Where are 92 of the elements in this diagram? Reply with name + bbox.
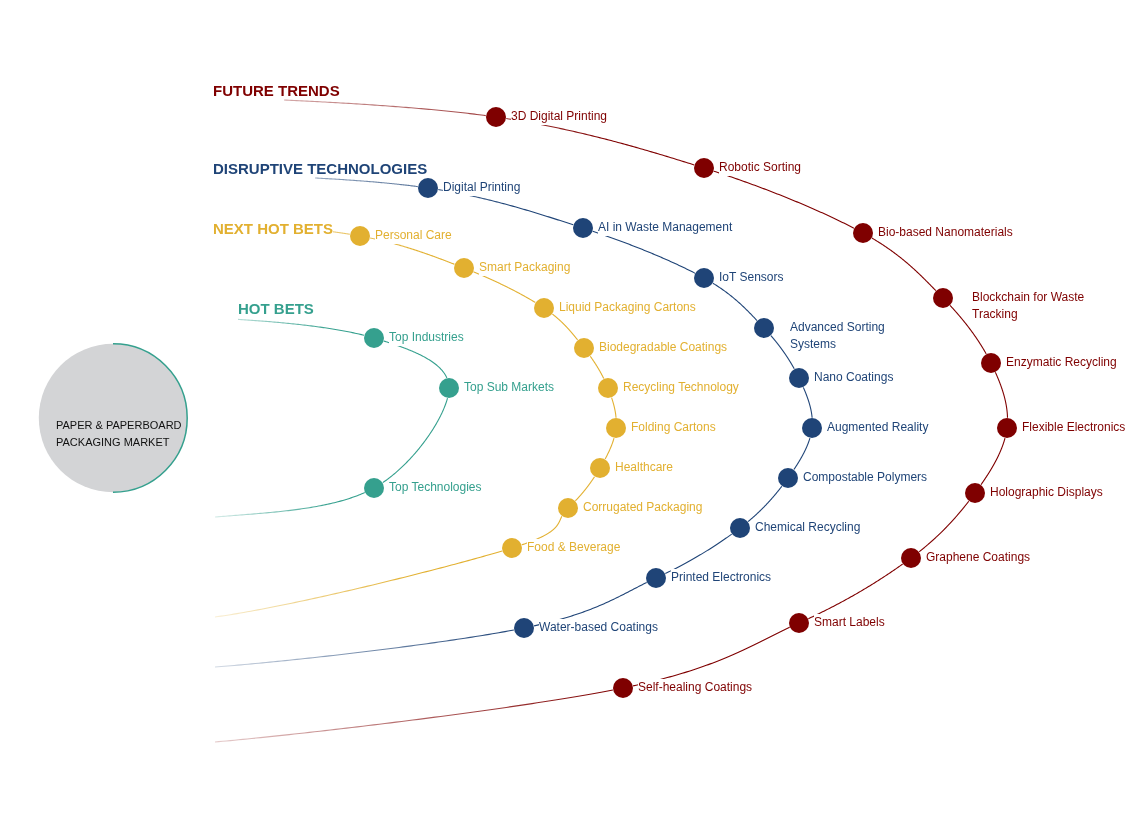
orbit-dot	[573, 218, 593, 238]
market-circle	[38, 343, 188, 493]
dot-label: Self-healing Coatings	[638, 679, 753, 696]
orbit-dot	[694, 158, 714, 178]
orbit-dot	[646, 568, 666, 588]
orbit-dot	[901, 548, 921, 568]
orbit-arc	[383, 340, 448, 379]
dot-label: Top Technologies	[389, 479, 482, 496]
orbit-arc	[214, 629, 515, 668]
orbit-title: HOT BETS	[238, 300, 314, 318]
orbit-dot	[997, 418, 1017, 438]
dot-label: Robotic Sorting	[719, 159, 802, 176]
dot-label: Personal Care	[375, 227, 452, 244]
orbit-dot	[364, 328, 384, 348]
orbit-dot	[574, 338, 594, 358]
orbit-dot	[558, 498, 578, 518]
orbit-arc	[980, 437, 1006, 486]
orbit-arc	[332, 231, 351, 235]
orbit-arc	[237, 318, 365, 336]
orbit-arc	[574, 476, 596, 502]
dot-label: Chemical Recycling	[755, 519, 861, 536]
orbit-dot	[439, 378, 459, 398]
orbit-dot	[534, 298, 554, 318]
orbit-arc	[807, 563, 904, 620]
dot-label: Corrugated Packaging	[583, 499, 703, 516]
orbit-arc	[604, 437, 615, 460]
market-title: PAPER & PAPERBOARD PACKAGING MARKET	[56, 418, 183, 450]
orbit-dot	[486, 107, 506, 127]
orbit-arc	[283, 99, 487, 117]
orbit-arc	[611, 397, 617, 419]
dot-label: Biodegradable Coatings	[599, 339, 728, 356]
orbit-arc	[747, 485, 783, 523]
dot-label: Digital Printing	[443, 179, 521, 196]
orbit-dot	[789, 368, 809, 388]
orbit-title: DISRUPTIVE TECHNOLOGIES	[213, 160, 428, 178]
dot-label: Compostable Polymers	[803, 469, 928, 486]
dot-label: Top Industries	[389, 329, 464, 346]
orbit-dot	[981, 353, 1001, 373]
dot-label: Smart Packaging	[479, 259, 571, 276]
orbit-dot	[598, 378, 618, 398]
dot-label: Folding Cartons	[631, 419, 716, 436]
orbit-dot	[606, 418, 626, 438]
orbit-arc	[949, 304, 987, 355]
orbit-dot	[694, 268, 714, 288]
orbit-dot	[364, 478, 384, 498]
dot-label: Top Sub Markets	[464, 379, 555, 396]
dot-label: Augmented Reality	[827, 419, 929, 436]
orbit-dot	[502, 538, 522, 558]
dot-label: Nano Coatings	[814, 369, 894, 386]
orbit-dot	[590, 458, 610, 478]
dot-label: Recycling Technology	[623, 379, 739, 396]
orbit-dot	[514, 618, 534, 638]
orbit-dot	[454, 258, 474, 278]
orbit-arc	[214, 492, 366, 518]
orbit-dot	[802, 418, 822, 438]
orbit-arc	[770, 335, 795, 370]
dot-label: Graphene Coatings	[926, 549, 1031, 566]
orbit-arc	[793, 437, 811, 471]
orbit-arc	[712, 282, 758, 322]
orbit-arc	[551, 313, 579, 341]
orbit-title: FUTURE TRENDS	[213, 82, 340, 100]
orbit-title: NEXT HOT BETS	[213, 220, 333, 238]
orbit-arc	[713, 170, 855, 229]
orbit-dot	[418, 178, 438, 198]
orbit-dot	[853, 223, 873, 243]
orbit-arc	[871, 237, 937, 292]
orbit-arc	[314, 177, 419, 188]
orbit-arc	[918, 500, 970, 553]
dot-label: Liquid Packaging Cartons	[559, 299, 696, 316]
orbit-dot	[754, 318, 774, 338]
orbit-dot	[965, 483, 985, 503]
orbit-dot	[933, 288, 953, 308]
orbit-dot	[789, 613, 809, 633]
orbit-arc	[473, 271, 536, 304]
orbit-arc	[592, 230, 696, 274]
dot-label: Water-based Coatings	[539, 619, 658, 636]
orbit-dot	[778, 468, 798, 488]
dot-label: Enzymatic Recycling	[1006, 354, 1117, 371]
dot-label: 3D Digital Printing	[511, 108, 608, 125]
dot-label: Holographic Displays	[990, 484, 1103, 501]
dot-label: Food & Beverage	[527, 539, 621, 556]
orbit-arc	[589, 355, 605, 380]
orbit-arc	[802, 386, 813, 419]
orbit-arc	[664, 533, 733, 575]
orbit-dot	[613, 678, 633, 698]
orbit-dot	[730, 518, 750, 538]
orbit-dot	[350, 226, 370, 246]
orbit-arc	[214, 689, 614, 743]
orbit-arc	[382, 397, 449, 484]
orbit-arc	[214, 550, 503, 618]
dot-label: AI in Waste Management	[598, 219, 733, 236]
orbit-arc	[994, 371, 1009, 419]
